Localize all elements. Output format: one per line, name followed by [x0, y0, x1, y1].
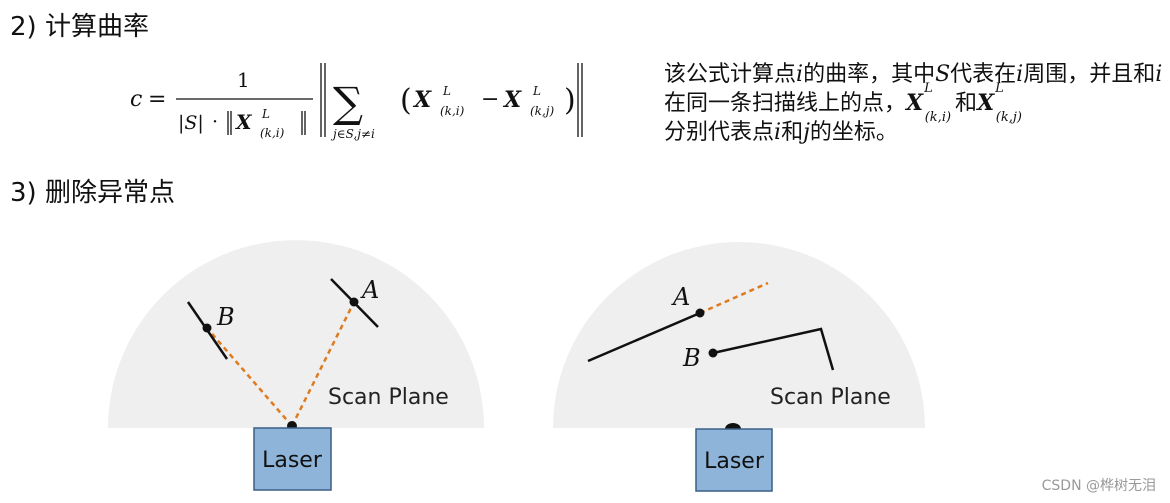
svg-text:L: L: [261, 107, 270, 121]
right-point-a: [695, 308, 705, 318]
formula-set: |S|: [178, 112, 204, 134]
formula-equals: =: [148, 87, 166, 112]
right-scan-plane-label: Scan Plane: [770, 385, 891, 410]
svg-text:X: X: [412, 87, 432, 113]
formula-sum: ∑: [333, 78, 363, 127]
formula-denominator-x: X: [234, 110, 253, 134]
left-point-a: [349, 297, 359, 307]
svg-text:): ): [564, 83, 576, 118]
formula-numerator: 1: [237, 68, 250, 92]
x-kj-symbol: XL(k,j): [977, 80, 1022, 126]
left-label-b: B: [216, 303, 235, 331]
right-point-b: [708, 348, 718, 358]
svg-text:X: X: [502, 87, 522, 113]
right-label-a: A: [671, 283, 690, 311]
left-scan-plane-label: Scan Plane: [328, 385, 449, 410]
formula-lhs: c: [130, 87, 142, 112]
left-diagram: B A Scan Plane Laser: [108, 240, 484, 491]
formula-sum-index: j∈S,j≠i: [330, 127, 375, 141]
right-scan-plane: [553, 242, 925, 428]
watermark: CSDN @桦树无泪: [1041, 478, 1156, 494]
outlier-diagram: B A Scan Plane Laser A B Scan Plane Lase…: [108, 240, 925, 492]
right-laser-box: [695, 428, 773, 492]
formula-dot: ·: [212, 111, 218, 133]
left-ray-b: [206, 327, 293, 427]
svg-text:(k,i): (k,i): [260, 126, 285, 140]
left-label-a: A: [360, 276, 379, 304]
left-scan-plane: [108, 240, 484, 428]
svg-text:L: L: [532, 84, 541, 98]
formula-description: 该公式计算点i的曲率，其中S代表在i周围，并且和i在同一条扫描线上的点，XL(k…: [664, 62, 1163, 145]
svg-text:(: (: [400, 83, 412, 118]
right-surface-a: [587, 311, 701, 363]
curvature-formula: c = 1 |S| · X L (k,i) ∑ j∈S,j≠i ( X L (k…: [130, 63, 583, 141]
right-laser-label: Laser: [704, 449, 765, 474]
section-2-heading: 2) 计算曲率: [10, 12, 149, 42]
left-laser-label: Laser: [262, 448, 323, 473]
right-surface-b: [712, 327, 835, 371]
section-3-heading: 3) 删除异常点: [10, 178, 175, 208]
left-point-b: [202, 323, 212, 333]
right-label-b: B: [682, 344, 701, 372]
svg-text:−: −: [481, 87, 499, 112]
right-diagram: A B Scan Plane Laser: [553, 242, 925, 492]
svg-text:(k,i): (k,i): [440, 104, 465, 118]
left-laser-box: [253, 427, 332, 491]
svg-text:(k,j): (k,j): [530, 104, 554, 118]
x-ki-symbol: XL(k,i): [906, 80, 952, 126]
svg-text:L: L: [442, 84, 451, 98]
right-ray-a: [699, 281, 769, 315]
